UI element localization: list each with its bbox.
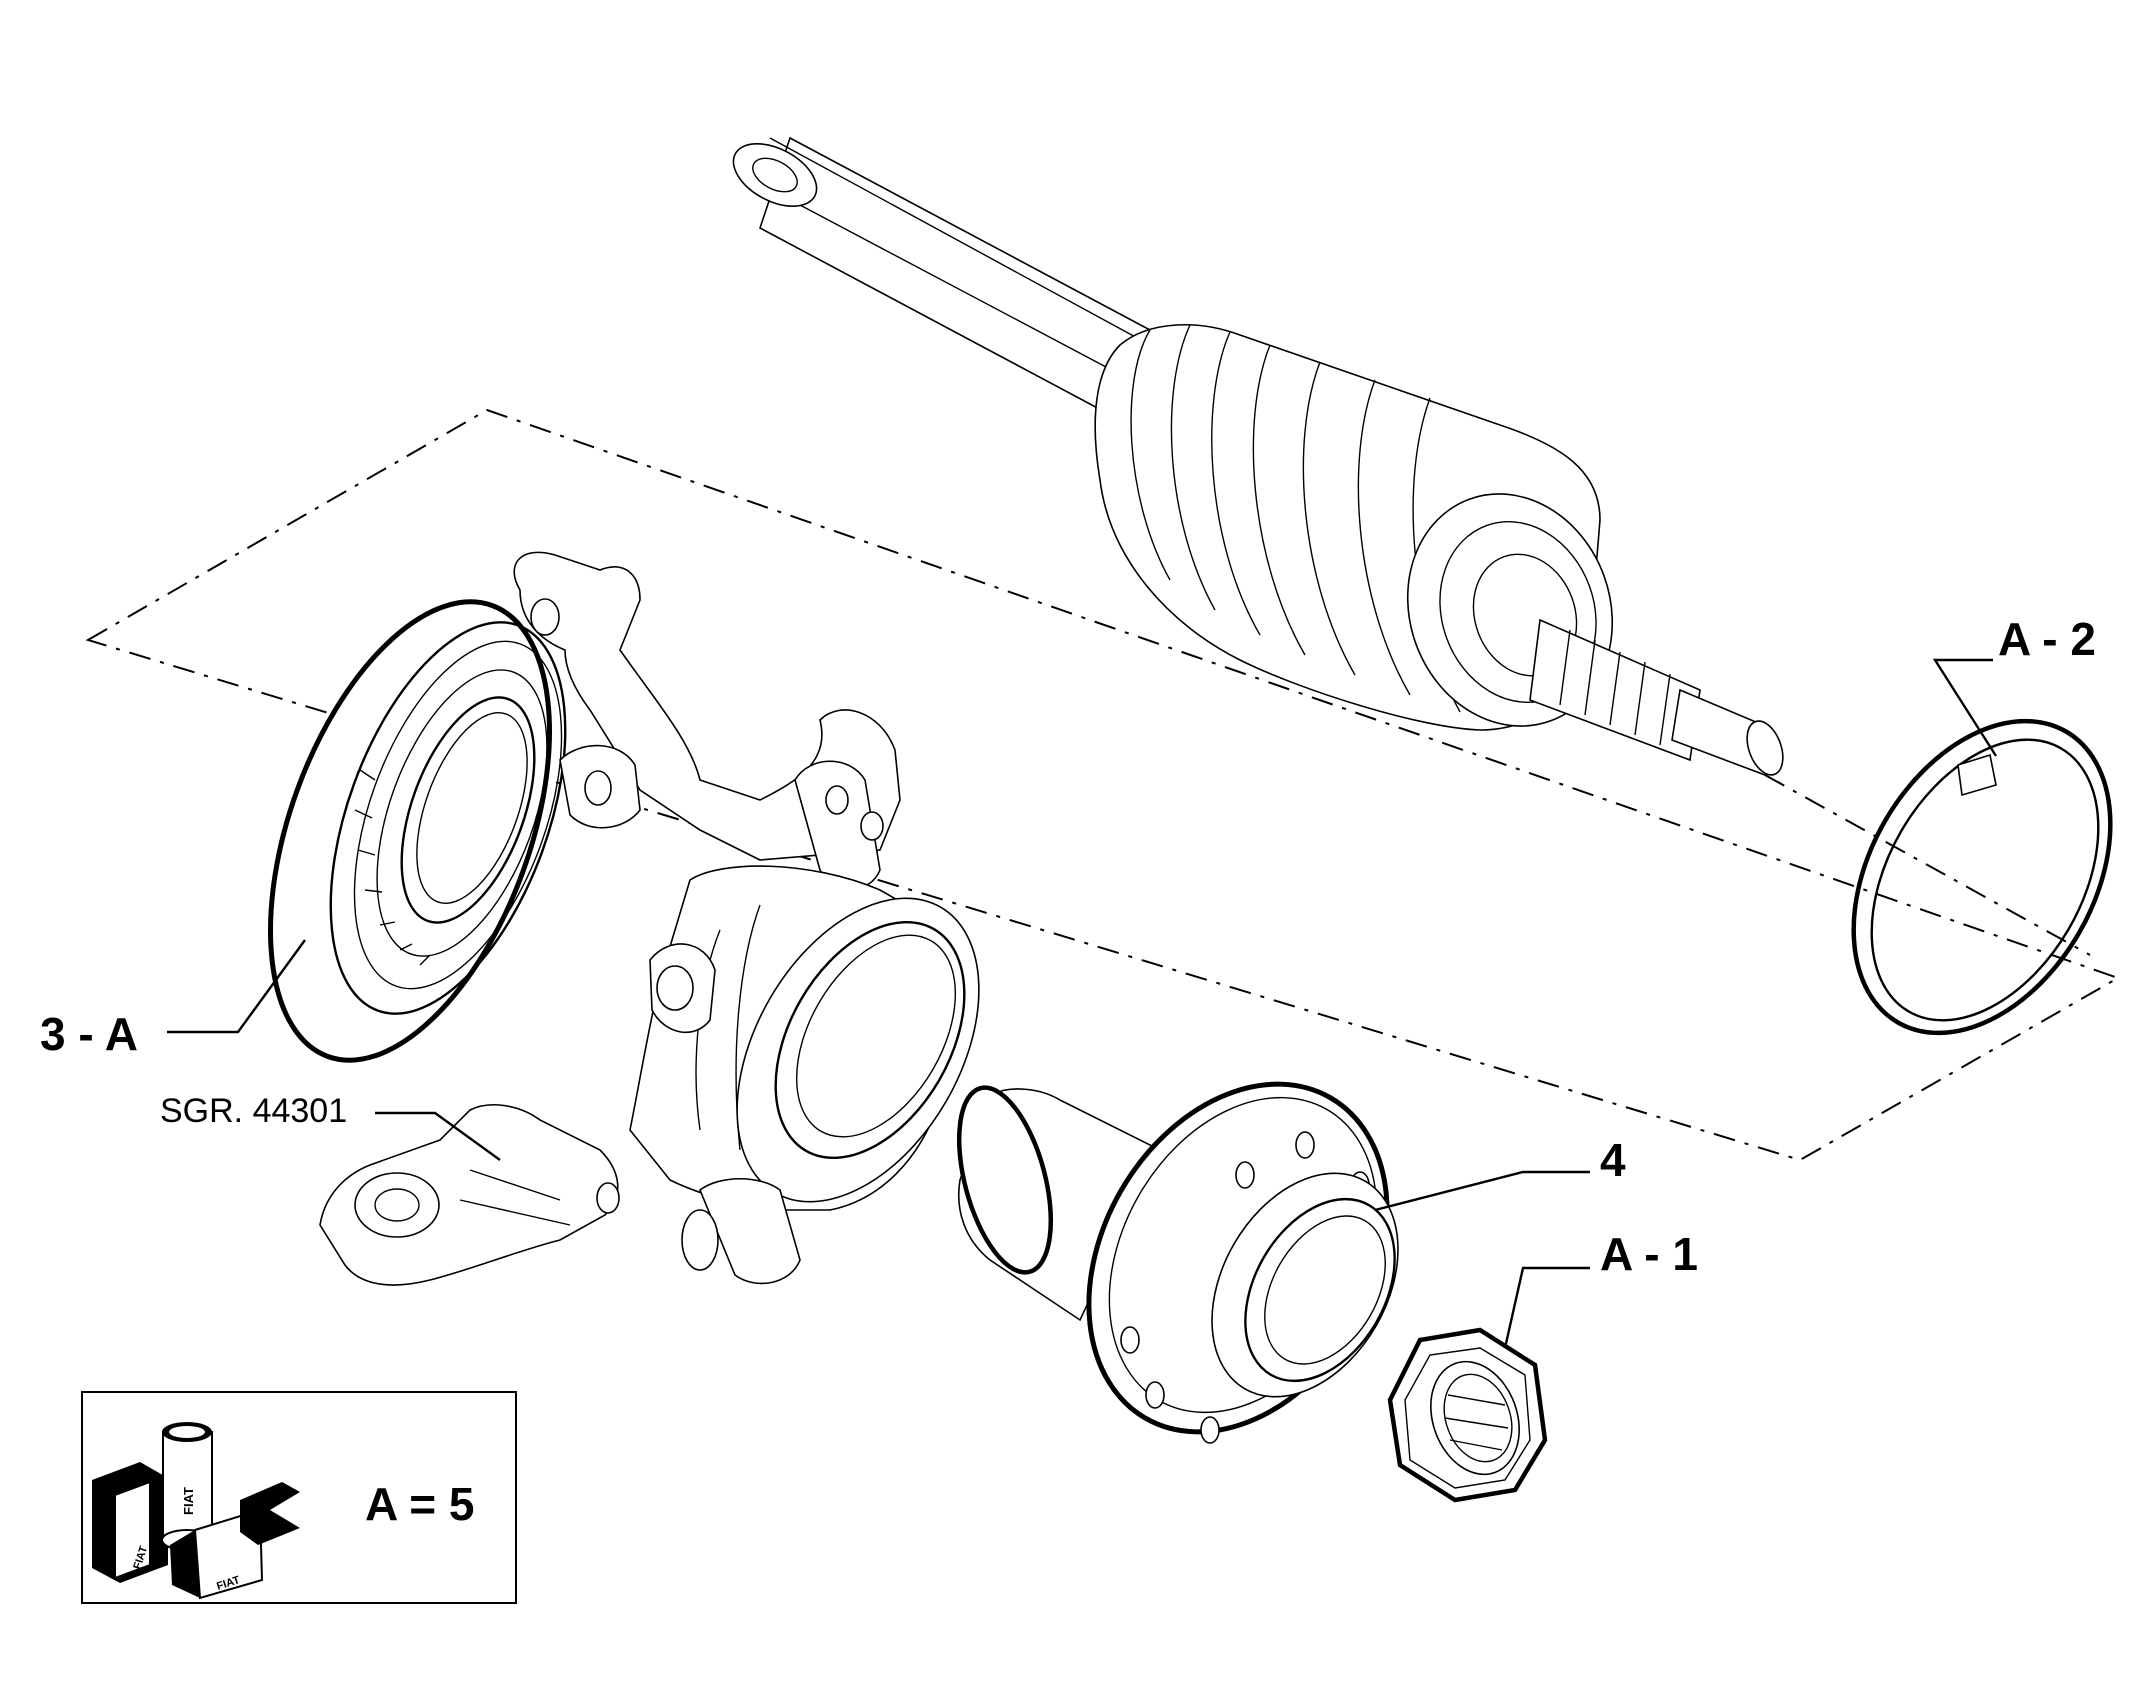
hub-nut <box>1387 1327 1548 1503</box>
wheel-bearing <box>268 599 567 1063</box>
axis-centerline <box>1764 774 2091 956</box>
callout-ref: SGR. 44301 <box>160 1092 347 1130</box>
leader-4 <box>1374 1170 1590 1212</box>
callout-3a: 3 - A <box>40 1008 138 1060</box>
brand-label-can: FIAT <box>181 1487 196 1515</box>
callout-a1: A - 1 <box>1600 1228 1698 1280</box>
callout-a2: A - 2 <box>1998 613 2096 665</box>
callout-4: 4 <box>1600 1134 1626 1186</box>
leader-a2 <box>1932 658 1998 757</box>
leader-a1 <box>1503 1266 1590 1349</box>
lubricant-kit-icon <box>92 1422 300 1600</box>
leader-3a <box>167 939 306 1034</box>
drive-shaft <box>732 136 1167 422</box>
leader-ref <box>375 1111 501 1161</box>
cv-joint-boot <box>1094 323 1784 777</box>
wheel-hub <box>956 1081 1399 1444</box>
steering-knuckle <box>319 551 980 1286</box>
snap-ring <box>1851 718 2113 1036</box>
legend-box: FIAT FIAT FIAT A = 5 <box>81 1391 517 1604</box>
legend-equation: A = 5 <box>365 1478 475 1530</box>
